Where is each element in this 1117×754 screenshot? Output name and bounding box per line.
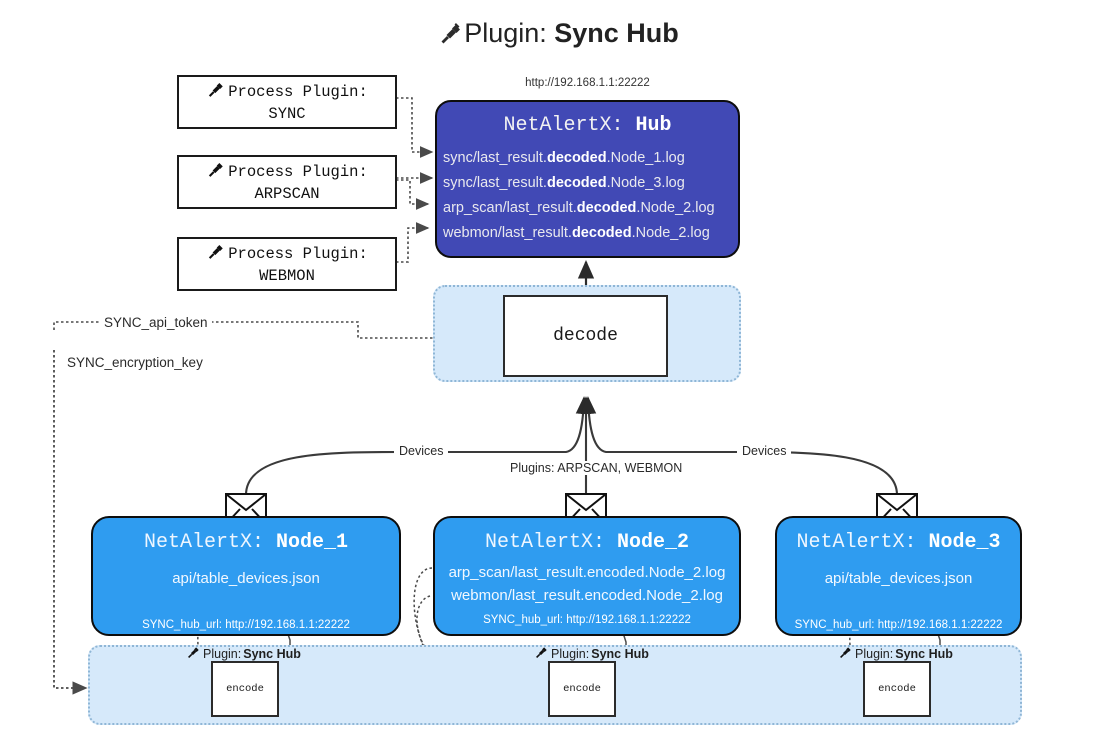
- node-3[interactable]: NetAlertX: Node_3 api/table_devices.json…: [775, 516, 1022, 636]
- encode-box-3[interactable]: encode: [863, 661, 931, 717]
- node-app-label: NetAlertX:: [143, 531, 264, 554]
- page-title-prefix: Plugin:: [464, 18, 547, 48]
- plug-icon: [206, 80, 226, 104]
- encoder-prefix: Plugin:: [203, 646, 242, 661]
- node-app-label: NetAlertX:: [796, 531, 917, 554]
- encoder-plugin-label-1: Plugin: Sync Hub: [186, 645, 301, 662]
- encode-box-1[interactable]: encode: [211, 661, 279, 717]
- node-hub-url: SYNC_hub_url: http://192.168.1.1:22222: [142, 619, 350, 631]
- node-row: webmon/last_result.encoded.Node_2.log: [451, 587, 723, 604]
- decode-box[interactable]: decode: [503, 295, 668, 377]
- process-plugin-name: WEBMON: [259, 266, 315, 285]
- process-plugin-label: Process Plugin:: [228, 162, 368, 181]
- node-name: Node_2: [617, 531, 690, 554]
- plug-icon: [438, 21, 464, 52]
- edge-label-plugins: Plugins: ARPSCAN, WEBMON: [505, 461, 688, 475]
- encoder-prefix: Plugin:: [551, 646, 590, 661]
- hub-name: Hub: [635, 114, 672, 137]
- hub-url: http://192.168.1.1:22222: [525, 77, 650, 89]
- node-row: api/table_devices.json: [824, 570, 973, 587]
- plug-icon: [206, 160, 226, 184]
- hub-app-label: NetAlertX:: [503, 114, 624, 137]
- process-plugin-arpscan[interactable]: Process Plugin: ARPSCAN: [177, 155, 397, 209]
- node-hub-url: SYNC_hub_url: http://192.168.1.1:22222: [794, 619, 1003, 631]
- node-2[interactable]: NetAlertX: Node_2 arp_scan/last_result.e…: [433, 516, 741, 636]
- process-plugin-label: Process Plugin:: [228, 244, 368, 263]
- plug-icon: [838, 645, 853, 662]
- encoder-prefix: Plugin:: [855, 646, 894, 661]
- encoder-plugin-label-2: Plugin: Sync Hub: [534, 645, 649, 662]
- process-plugin-webmon[interactable]: Process Plugin: WEBMON: [177, 237, 397, 291]
- hub-log-row: arp_scan/last_result.decoded.Node_2.log: [443, 200, 715, 217]
- page-title-name: Sync Hub: [554, 18, 679, 48]
- process-plugin-name: SYNC: [268, 104, 306, 123]
- encoder-name: Sync Hub: [243, 646, 301, 661]
- node-hub-url: SYNC_hub_url: http://192.168.1.1:22222: [483, 614, 691, 626]
- hub-node[interactable]: NetAlertX: Hub sync/last_result.decoded.…: [435, 100, 740, 258]
- node-row: arp_scan/last_result.encoded.Node_2.log: [448, 564, 726, 581]
- hub-log-row: sync/last_result.decoded.Node_3.log: [443, 175, 685, 192]
- edge-label-devices-right: Devices: [737, 444, 792, 458]
- node-name: Node_3: [928, 531, 1001, 554]
- edge-label-devices-left: Devices: [394, 444, 449, 458]
- sync-api-token-label: SYNC_api_token: [100, 315, 212, 330]
- node-1[interactable]: NetAlertX: Node_1 api/table_devices.json…: [91, 516, 401, 636]
- node-name: Node_1: [276, 531, 349, 554]
- process-plugin-sync[interactable]: Process Plugin: SYNC: [177, 75, 397, 129]
- encoder-plugin-label-3: Plugin: Sync Hub: [838, 645, 953, 662]
- hub-log-row: webmon/last_result.decoded.Node_2.log: [443, 225, 710, 242]
- sync-encryption-key-label: SYNC_encryption_key: [63, 355, 207, 370]
- encode-box-2[interactable]: encode: [548, 661, 616, 717]
- encoder-name: Sync Hub: [895, 646, 953, 661]
- hub-log-row: sync/last_result.decoded.Node_1.log: [443, 150, 685, 166]
- process-plugin-name: ARPSCAN: [254, 184, 320, 203]
- node-app-label: NetAlertX:: [484, 531, 605, 554]
- encoder-name: Sync Hub: [591, 646, 649, 661]
- plug-icon: [534, 645, 549, 662]
- page-title: Plugin: Sync Hub: [0, 18, 1117, 52]
- plug-icon: [206, 242, 226, 266]
- plug-icon: [186, 645, 201, 662]
- process-plugin-label: Process Plugin:: [228, 82, 368, 101]
- node-row: api/table_devices.json: [172, 570, 320, 587]
